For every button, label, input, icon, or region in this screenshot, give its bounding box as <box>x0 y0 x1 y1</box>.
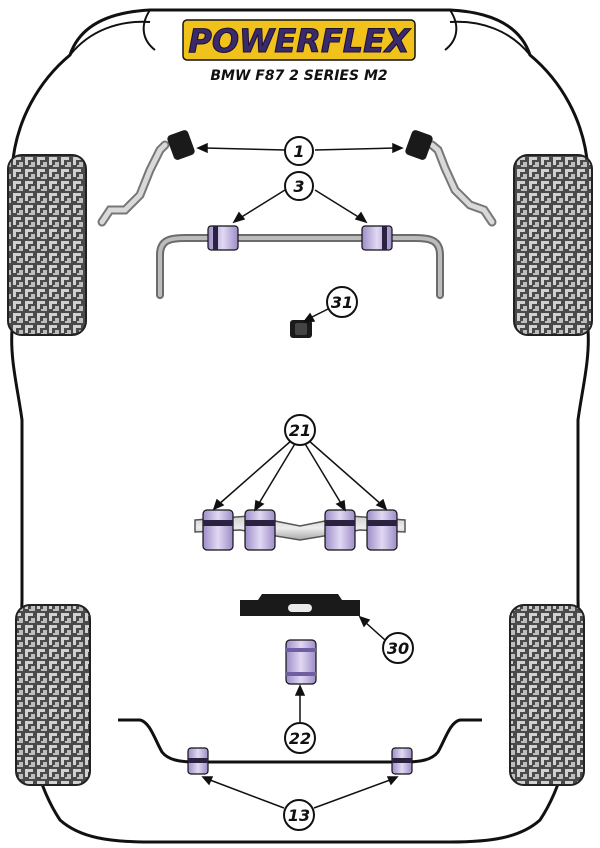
front-left-drop-link <box>97 130 195 227</box>
leader-lines <box>196 142 404 809</box>
vehicle-title: BMW F87 2 SERIES M2 <box>210 68 387 84</box>
callout-3-label: 3 <box>293 177 304 196</box>
callout-13-label: 13 <box>288 806 310 825</box>
front-right-drop-link <box>405 130 497 227</box>
callout-13: 13 <box>283 799 315 831</box>
windscreen-left-outline <box>69 20 151 56</box>
subframe-bush-2 <box>244 509 276 551</box>
front-arb-bush-right <box>361 225 393 251</box>
callout-1-label: 1 <box>293 142 304 161</box>
callout-31: 31 <box>326 286 358 318</box>
callout-31-label: 31 <box>331 293 353 312</box>
car-body-outline <box>10 8 590 844</box>
logo-text: POWERFLEX <box>188 22 411 60</box>
rear-left-tyre <box>15 604 91 786</box>
rear-arb-bush-left <box>187 747 209 775</box>
callout-3: 3 <box>284 171 314 201</box>
powerflex-logo: POWERFLEX <box>182 19 416 61</box>
mirror-left-outline <box>142 9 156 51</box>
front-anti-roll-bar <box>156 234 444 299</box>
front-right-tyre <box>513 154 593 336</box>
windscreen-right-outline <box>449 20 531 56</box>
rear-right-tyre <box>509 604 585 786</box>
gearbox-mount-30 <box>240 594 360 616</box>
front-arb-bush-left <box>207 225 239 251</box>
callout-21-label: 21 <box>289 421 311 440</box>
subframe-bush-4 <box>366 509 398 551</box>
small-mount-bush-31 <box>290 320 312 338</box>
callout-1: 1 <box>284 136 314 166</box>
callout-30: 30 <box>382 632 414 664</box>
callout-21: 21 <box>284 414 316 446</box>
subframe-bush-3 <box>324 509 356 551</box>
callout-22: 22 <box>284 722 316 754</box>
callout-30-label: 30 <box>387 639 409 658</box>
front-left-tyre <box>7 154 87 336</box>
callout-22-label: 22 <box>289 729 311 748</box>
subframe-bush-1 <box>202 509 234 551</box>
rear-anti-roll-bar <box>118 718 482 764</box>
mirror-right-outline <box>444 9 458 51</box>
rear-arb-bush-right <box>391 747 413 775</box>
diff-bush-22 <box>285 639 317 685</box>
